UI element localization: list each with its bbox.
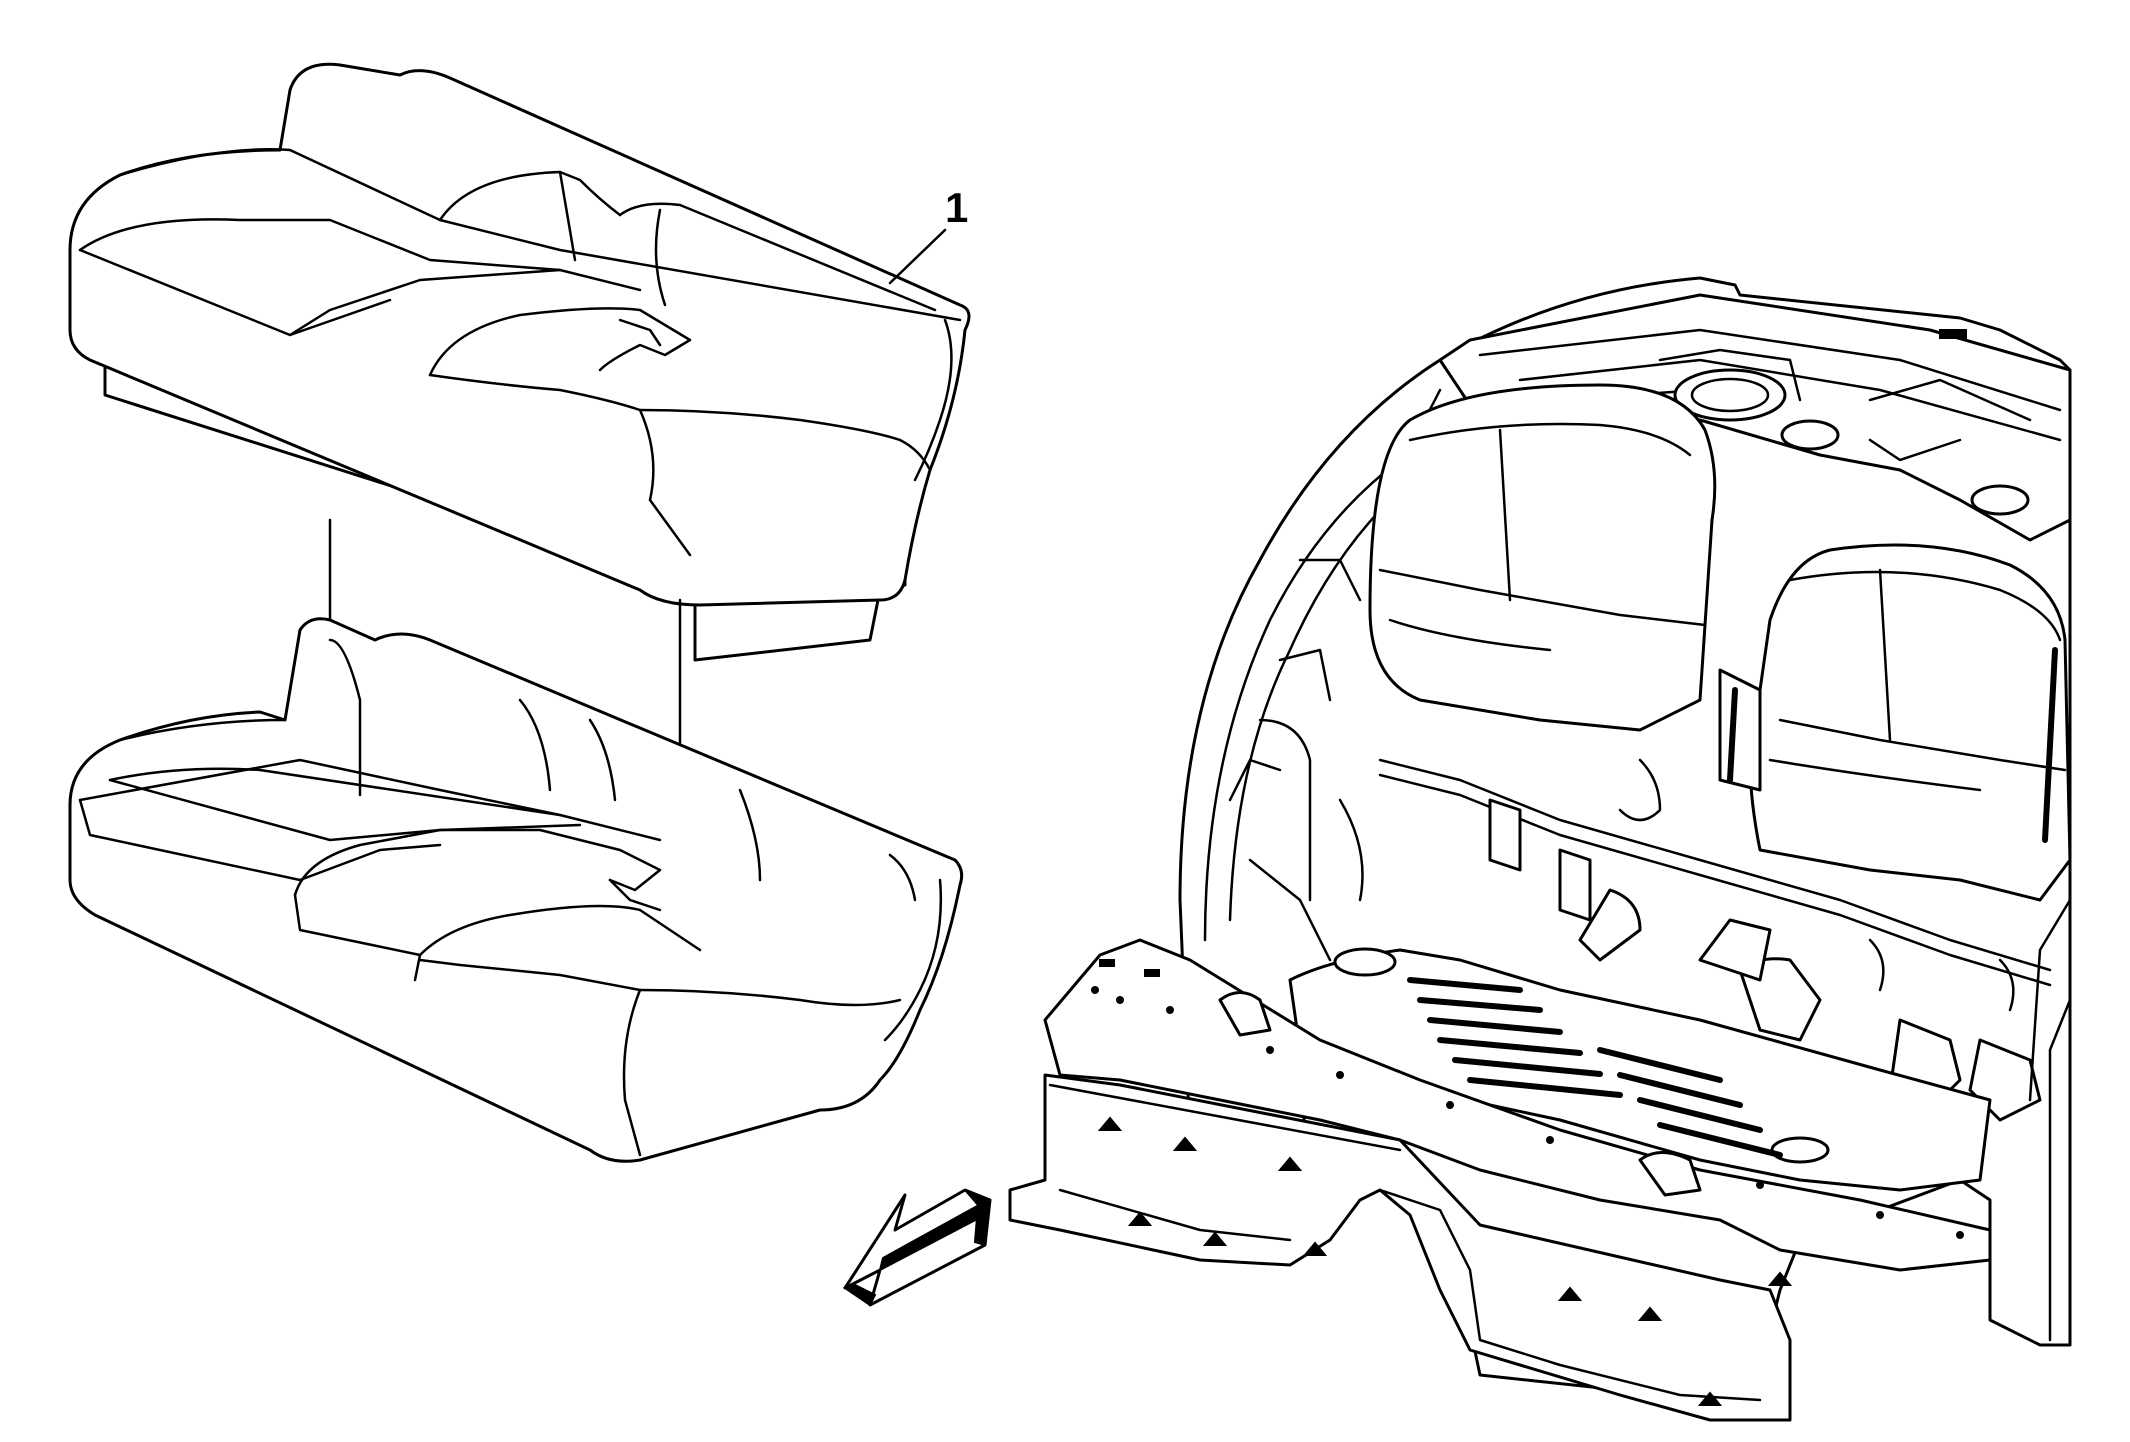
floor-ribs bbox=[1407, 977, 1783, 1158]
rear-seat-cushion bbox=[68, 617, 964, 1163]
front-direction-arrow-icon bbox=[842, 1188, 992, 1307]
body-fastener-dots bbox=[1091, 986, 1964, 1239]
vehicle-rear-floor-body bbox=[1008, 276, 2072, 1422]
callout-1-label: 1 bbox=[945, 184, 968, 231]
callout-1: 1 bbox=[888, 184, 968, 285]
closing-panel-tabs bbox=[1097, 1116, 1793, 1406]
rear-seat-back-cushion bbox=[68, 62, 971, 662]
